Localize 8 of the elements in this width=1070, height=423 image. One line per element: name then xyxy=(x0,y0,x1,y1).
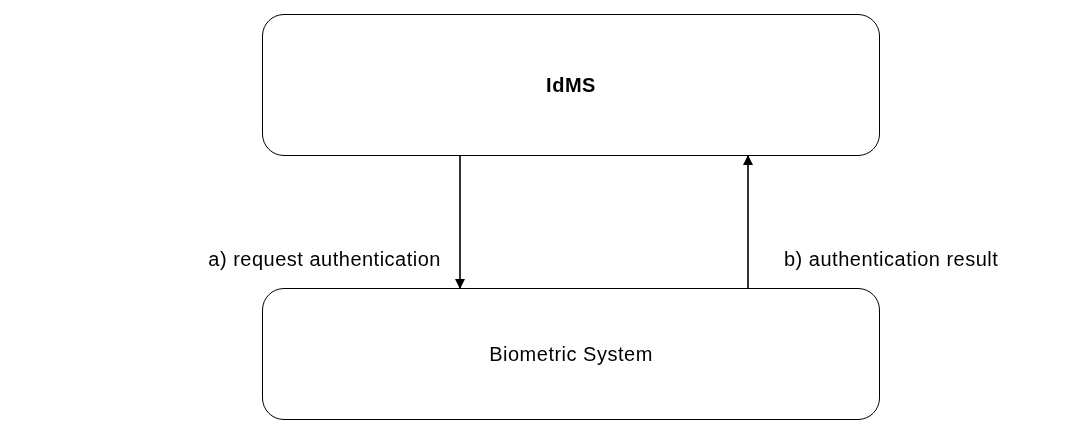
edge-label: a) request authentication xyxy=(208,248,441,271)
edge-label: b) authentication result xyxy=(784,248,999,271)
rounded-box xyxy=(262,14,880,156)
rounded-box xyxy=(262,288,880,420)
arrow xyxy=(455,155,465,289)
node-label: Biometric System xyxy=(489,342,653,366)
node-label: IdMS xyxy=(546,73,596,97)
arrow xyxy=(743,155,753,289)
